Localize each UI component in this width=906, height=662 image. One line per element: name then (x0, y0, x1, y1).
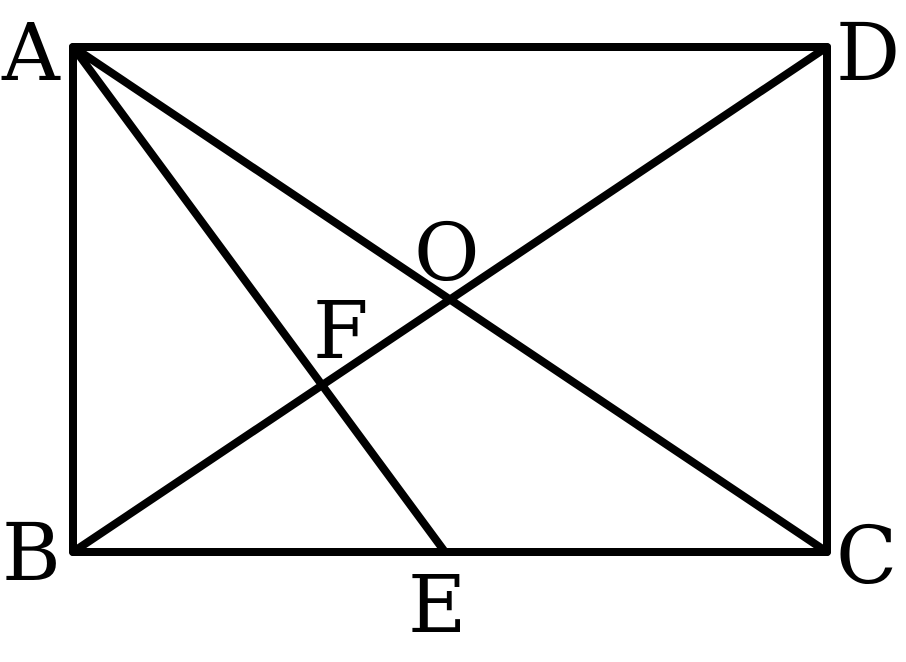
label-b: B (2, 506, 61, 599)
label-a: A (1, 6, 61, 99)
label-d: D (836, 6, 900, 99)
label-c: C (836, 509, 897, 602)
diagram-edges (69, 43, 831, 556)
segment-bd (69, 43, 831, 556)
label-o: O (414, 206, 480, 299)
label-f: F (313, 284, 369, 377)
label-e: E (408, 558, 466, 651)
point-labels: A D O F B C E (1, 6, 900, 651)
segment-ae (69, 43, 449, 556)
